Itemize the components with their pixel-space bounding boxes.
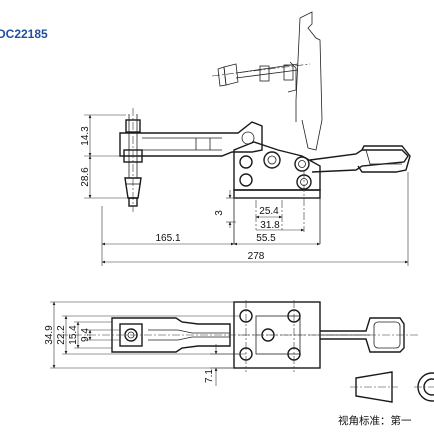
raised-handle-outline — [287, 11, 323, 151]
dim-hole-spacing-inner: 25.4 — [259, 206, 279, 217]
dim-clamp-height-lower: 28.6 — [80, 167, 91, 187]
dim-overall-length: 278 — [248, 251, 265, 262]
base-offset-dimension: 3 — [214, 190, 236, 228]
vertical-spindle — [123, 108, 143, 212]
length-dimensions: 165.1 55.5 278 — [101, 172, 409, 266]
dim-arm-width: 15.4 — [68, 325, 79, 345]
dim-arm-length: 165.1 — [155, 233, 180, 244]
raised-spindle — [211, 63, 311, 87]
side-view: 14.3 28.6 3 25.4 31.8 165.1 55.5 — [80, 11, 411, 266]
dim-clamp-height-upper: 14.3 — [80, 126, 91, 146]
dim-slot-width: 9.4 — [80, 328, 91, 342]
dim-base-width: 34.9 — [44, 325, 55, 345]
top-view: 34.9 22.2 15.4 9.4 7.1 — [44, 300, 420, 386]
dim-hole-diameter: 7.1 — [204, 369, 215, 383]
left-dimensions: 14.3 28.6 — [80, 114, 128, 199]
dim-hole-spacing-outer: 31.8 — [260, 220, 280, 231]
dim-base-offset: 3 — [214, 210, 225, 216]
projection-label: 视角标准：第一 — [338, 414, 412, 427]
dim-body-length: 55.5 — [256, 233, 276, 244]
hole-spacing-dimensions: 25.4 31.8 — [255, 206, 305, 232]
top-base — [233, 300, 322, 372]
projection-symbol: 视角标准：第一 — [338, 371, 434, 427]
dim-hole-pitch: 22.2 — [56, 325, 67, 345]
hole-diameter-dimension: 7.1 — [204, 344, 246, 386]
model-code: DC22185 — [0, 27, 48, 41]
top-arm — [111, 317, 231, 353]
clamp-body — [233, 141, 321, 244]
width-dimensions: 34.9 22.2 15.4 9.4 — [44, 301, 240, 369]
clamp-handle — [309, 145, 411, 173]
